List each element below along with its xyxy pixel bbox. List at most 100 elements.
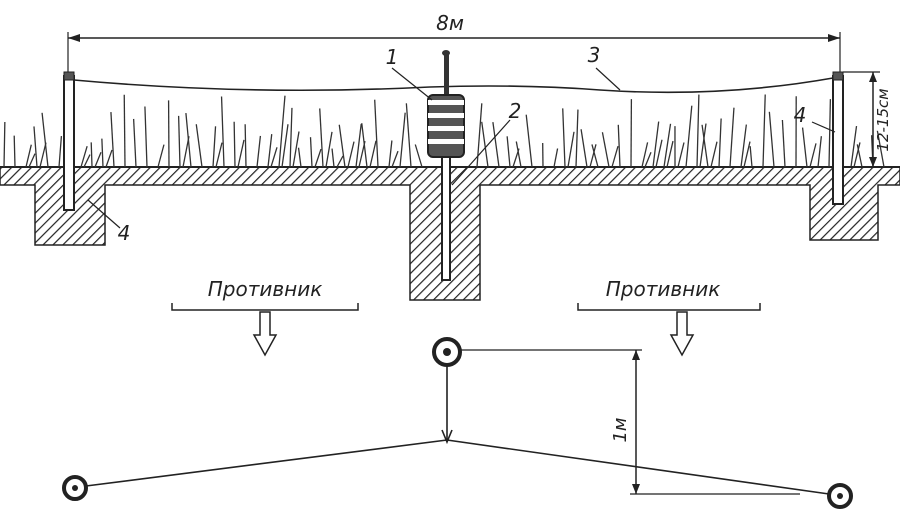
grass-blade: [25, 144, 32, 168]
enemy-direction-right: Противник: [577, 277, 761, 357]
grass-blade: [562, 108, 566, 168]
grass-blade: [749, 146, 753, 168]
grass-blade: [414, 144, 423, 168]
grass-blade: [3, 122, 6, 168]
label-wire-number: 3: [588, 43, 601, 67]
height-dimension: 12-15см: [843, 71, 892, 168]
grass-blade: [781, 119, 786, 168]
grass-blade: [685, 105, 693, 168]
grass-blade: [278, 95, 286, 168]
grass-blade: [696, 94, 700, 168]
grass-blade: [132, 118, 137, 168]
grass-blade: [701, 124, 709, 168]
grass-blade: [80, 146, 88, 168]
grass-blade: [374, 99, 379, 168]
grass-blade: [105, 149, 113, 168]
grass-blade: [83, 154, 91, 168]
stake-plan-right: [827, 483, 853, 509]
grass-blade: [157, 144, 165, 168]
grass-blade: [33, 126, 38, 168]
grass-blade: [663, 123, 672, 168]
grass-blade: [591, 144, 599, 168]
stake-plan-left: [62, 475, 88, 501]
grass-blade: [644, 151, 652, 168]
grass-blade: [58, 136, 63, 168]
grass-blade: [567, 131, 575, 168]
grass-blade: [314, 148, 322, 168]
grass-blade: [270, 147, 278, 168]
grass-blade: [655, 139, 663, 168]
height-dimension-label: 12-15см: [874, 88, 892, 151]
mine-on-stake: [427, 50, 465, 281]
grass-blade: [347, 141, 355, 168]
grass-blade: [617, 124, 621, 168]
grass-blade: [405, 103, 412, 168]
grass-blade: [237, 139, 245, 168]
grass-blade: [123, 94, 126, 168]
grass-blade: [801, 127, 808, 168]
grass-blade: [506, 136, 511, 168]
left-stake: [63, 71, 75, 211]
grass-blade: [220, 96, 225, 168]
grass-blade: [492, 122, 500, 168]
grass-blade: [338, 124, 346, 168]
width-dimension-label: 8м: [436, 11, 464, 35]
grass-blade: [718, 118, 722, 168]
grass-blade: [515, 141, 522, 168]
grass-blade: [828, 99, 832, 168]
grass-blade: [652, 121, 660, 168]
grass-blade: [41, 112, 49, 168]
trip-wire-plan: [85, 365, 830, 495]
grass-blade: [267, 134, 273, 168]
grass-blade: [589, 144, 597, 168]
grass-blade: [677, 142, 685, 168]
grass-blade: [743, 141, 751, 168]
grass-blade: [740, 124, 747, 168]
grass-blade: [233, 121, 236, 168]
grass-blade: [853, 142, 861, 168]
mine-plan: [432, 337, 462, 367]
grass-blade: [601, 132, 610, 168]
grass-blade: [762, 94, 766, 168]
grass-blade: [575, 109, 579, 168]
grass-blade: [281, 124, 289, 168]
grass-blade: [28, 153, 36, 168]
grass-blade: [391, 150, 399, 168]
grass-blade: [325, 131, 333, 168]
grass-blade: [185, 113, 192, 168]
grass-blade: [144, 106, 148, 168]
grass-blade: [817, 136, 823, 168]
side-view: 8м 12-15см 1 2 3 4 4: [0, 11, 900, 301]
label-right-stake-number: 4: [794, 103, 807, 127]
grass-blade: [388, 140, 393, 168]
grass-blade: [110, 112, 115, 168]
grass-blade: [101, 138, 104, 168]
grass-blade: [399, 112, 406, 168]
arrow-down-icon: [252, 311, 278, 357]
grass-blade: [212, 126, 217, 168]
grass-blade: [666, 140, 674, 168]
grass-blade: [641, 142, 649, 168]
grass-blade: [331, 148, 335, 168]
grass-blade: [297, 147, 302, 168]
grass-blade: [876, 130, 885, 168]
grass-blade: [361, 123, 368, 168]
grass-blade: [289, 107, 293, 168]
grass-blade: [525, 114, 533, 168]
grass-blade: [215, 142, 223, 168]
grass-blade: [244, 124, 247, 168]
grass-blade: [850, 125, 858, 168]
enemy-direction-left: Противник: [171, 277, 359, 357]
plan-view: Противник Противник: [62, 277, 853, 509]
grass-blade: [292, 131, 300, 168]
right-stake: [832, 71, 844, 205]
grass-blade: [729, 107, 735, 168]
trip-wire: [73, 77, 834, 94]
grass-blade: [256, 135, 262, 168]
grass-blade: [710, 141, 718, 168]
grass-blade: [309, 137, 313, 168]
grass-blade: [177, 115, 181, 168]
grass-blade: [369, 140, 377, 168]
grass-blade: [580, 129, 588, 168]
grass-blade: [856, 144, 863, 168]
